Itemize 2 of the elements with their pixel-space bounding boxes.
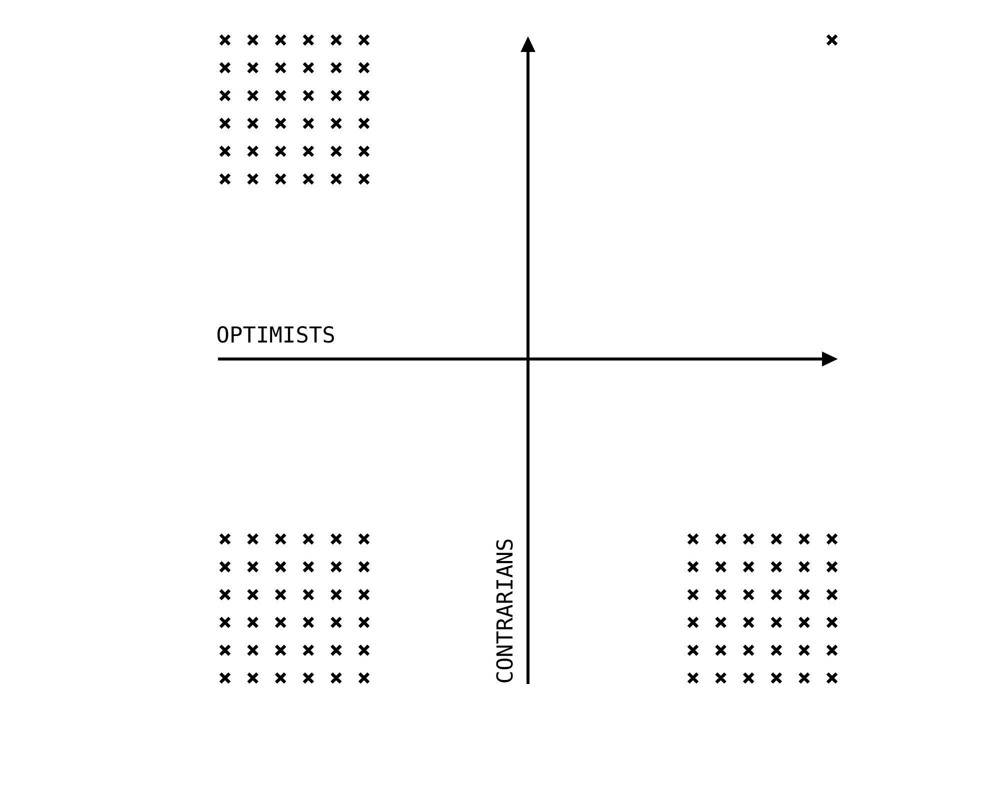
axis-label: OPTIMISTS <box>217 326 334 343</box>
axis-label: CONTRARIANS <box>496 540 513 682</box>
